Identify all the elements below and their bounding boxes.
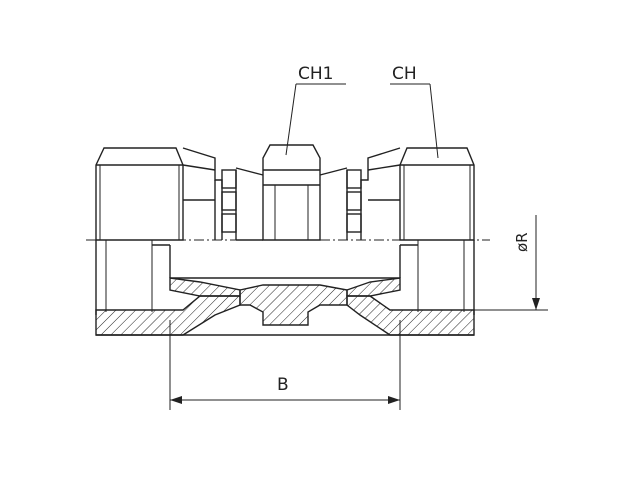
section-view	[95, 240, 475, 336]
label-b: B	[277, 375, 289, 395]
ch-callout: CH	[390, 64, 439, 159]
label-ch1: CH1	[298, 64, 333, 84]
left-nut	[95, 147, 223, 241]
center-hex	[262, 144, 321, 241]
label-r: øR	[513, 232, 531, 252]
right-body-steps	[319, 167, 362, 240]
ch1-callout: CH1	[285, 64, 346, 156]
r-dimension: øR	[474, 215, 548, 311]
b-dimension: B	[169, 320, 401, 410]
left-body-steps	[221, 167, 264, 241]
label-ch: CH	[392, 64, 417, 84]
right-nut	[360, 147, 475, 241]
